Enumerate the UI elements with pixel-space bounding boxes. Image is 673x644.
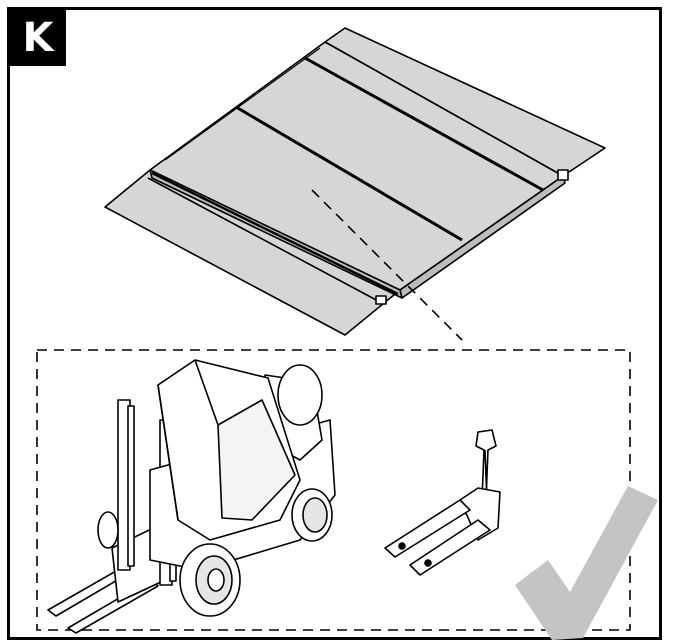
pallet-jack-icon: [384, 429, 501, 576]
cab-window: [217, 399, 296, 521]
seam-1: [235, 105, 463, 242]
checkmark-icon: [515, 486, 658, 640]
forklift-icon: [47, 359, 336, 634]
seam-2: [304, 56, 544, 192]
detail-leader-line: [311, 189, 463, 341]
loading-ramp-icon: [104, 27, 606, 341]
figure-label-badge: K: [10, 10, 66, 66]
pallet-jack-fork-1: [384, 499, 471, 558]
mast-left-inner: [127, 405, 135, 567]
